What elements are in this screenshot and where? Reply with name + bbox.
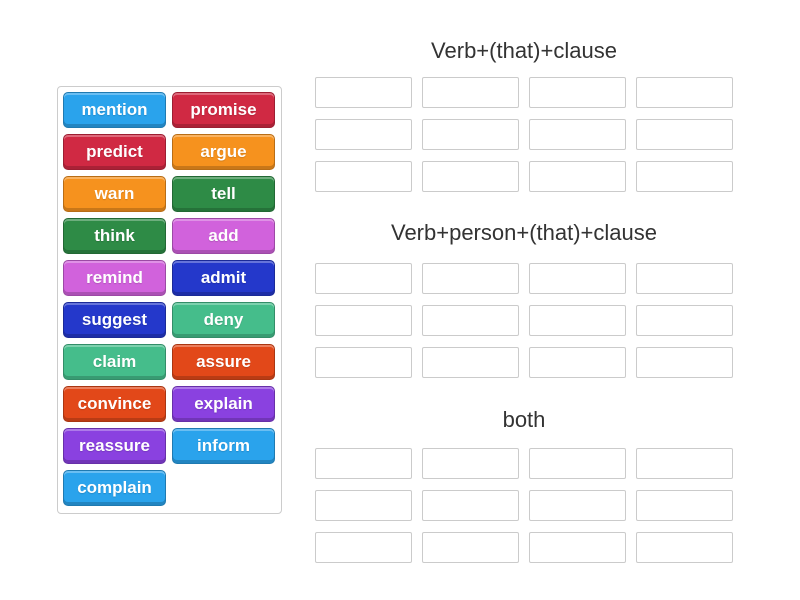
answer-slot[interactable] [636,119,733,150]
answer-slot[interactable] [315,77,412,108]
answer-slot[interactable] [636,305,733,336]
answer-slot[interactable] [636,347,733,378]
category-title: Verb+person+(that)+clause [390,220,657,245]
answer-slot[interactable] [636,532,733,563]
category-verb-that-clause: Verb+(that)+clause [315,36,733,192]
word-tile-complain[interactable]: complain [63,470,166,506]
answer-slot[interactable] [315,532,412,563]
answer-slot[interactable] [529,119,626,150]
word-tile-admit[interactable]: admit [172,260,275,296]
answer-slot[interactable] [315,119,412,150]
word-tile-suggest[interactable]: suggest [63,302,166,338]
answer-slot[interactable] [422,448,519,479]
category-slot-grid [315,263,733,378]
word-tile-deny[interactable]: deny [172,302,275,338]
answer-slot[interactable] [422,77,519,108]
answer-slot[interactable] [636,77,733,108]
answer-slot[interactable] [636,161,733,192]
answer-slot[interactable] [422,490,519,521]
answer-slot[interactable] [422,263,519,294]
answer-slot[interactable] [636,490,733,521]
word-tile-explain[interactable]: explain [172,386,275,422]
answer-slot[interactable] [315,263,412,294]
answer-slot[interactable] [529,305,626,336]
word-tile-claim[interactable]: claim [63,344,166,380]
word-tile-convince[interactable]: convince [63,386,166,422]
category-title: Verb+(that)+clause [431,38,617,63]
answer-slot[interactable] [529,532,626,563]
answer-slot[interactable] [422,161,519,192]
word-tile-add[interactable]: add [172,218,275,254]
answer-slot[interactable] [315,490,412,521]
answer-slot[interactable] [529,347,626,378]
answer-slot[interactable] [315,305,412,336]
word-tile-remind[interactable]: remind [63,260,166,296]
word-tile-mention[interactable]: mention [63,92,166,128]
word-tile-promise[interactable]: promise [172,92,275,128]
word-tile-predict[interactable]: predict [63,134,166,170]
answer-slot[interactable] [315,161,412,192]
answer-slot[interactable] [315,347,412,378]
category-slot-grid [315,448,733,563]
category-slot-grid [315,77,733,192]
answer-slot[interactable] [315,448,412,479]
answer-slot[interactable] [529,161,626,192]
answer-slot[interactable] [529,263,626,294]
answer-slot[interactable] [422,119,519,150]
word-tile-warn[interactable]: warn [63,176,166,212]
word-tile-reassure[interactable]: reassure [63,428,166,464]
word-tile-argue[interactable]: argue [172,134,275,170]
answer-slot[interactable] [422,347,519,378]
category-title: both [502,407,546,432]
word-tile-assure[interactable]: assure [172,344,275,380]
answer-slot[interactable] [636,448,733,479]
answer-slot[interactable] [422,305,519,336]
category-both: both [315,405,733,563]
word-tile-inform[interactable]: inform [172,428,275,464]
answer-slot[interactable] [529,77,626,108]
answer-slot[interactable] [422,532,519,563]
answer-slot[interactable] [529,490,626,521]
category-verb-person-that-clause: Verb+person+(that)+clause [315,218,733,378]
answer-slot[interactable] [529,448,626,479]
answer-slot[interactable] [636,263,733,294]
word-tile-think[interactable]: think [63,218,166,254]
word-tile-tell[interactable]: tell [172,176,275,212]
